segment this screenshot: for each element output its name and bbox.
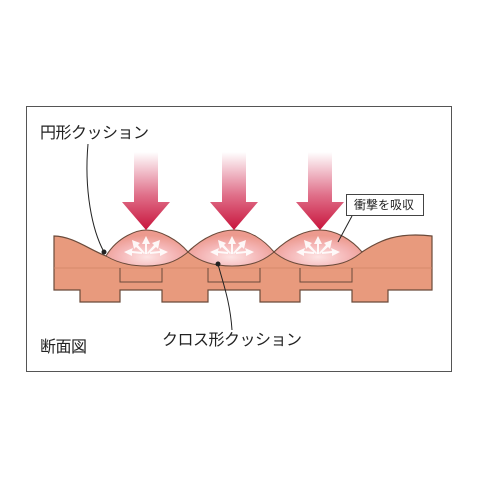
leader-dot-cross-cushion (215, 261, 221, 267)
pressure-arrow-1 (122, 152, 170, 230)
absorb-burst-1 (124, 236, 168, 256)
section-view-label: 断面図 (40, 337, 87, 356)
mat-rib-outlines (119, 268, 353, 283)
round-cushion-label: 円形クッション (40, 123, 149, 142)
leader-line-cross-cushion (217, 263, 233, 331)
absorb-burst-3 (296, 236, 340, 256)
shock-absorb-label: 衝撃を吸収 (354, 198, 415, 212)
pressure-arrow-3 (296, 152, 344, 230)
pressure-arrow-2 (210, 152, 258, 230)
cross-cushion-label: クロス形クッション (162, 330, 302, 349)
shock-absorb-callout-box (346, 194, 424, 216)
leader-dot-round-cushion (101, 249, 107, 255)
absorb-burst-2 (210, 236, 254, 256)
leader-line-shock-absorb (337, 215, 353, 243)
leader-line-round-cushion (86, 143, 105, 253)
